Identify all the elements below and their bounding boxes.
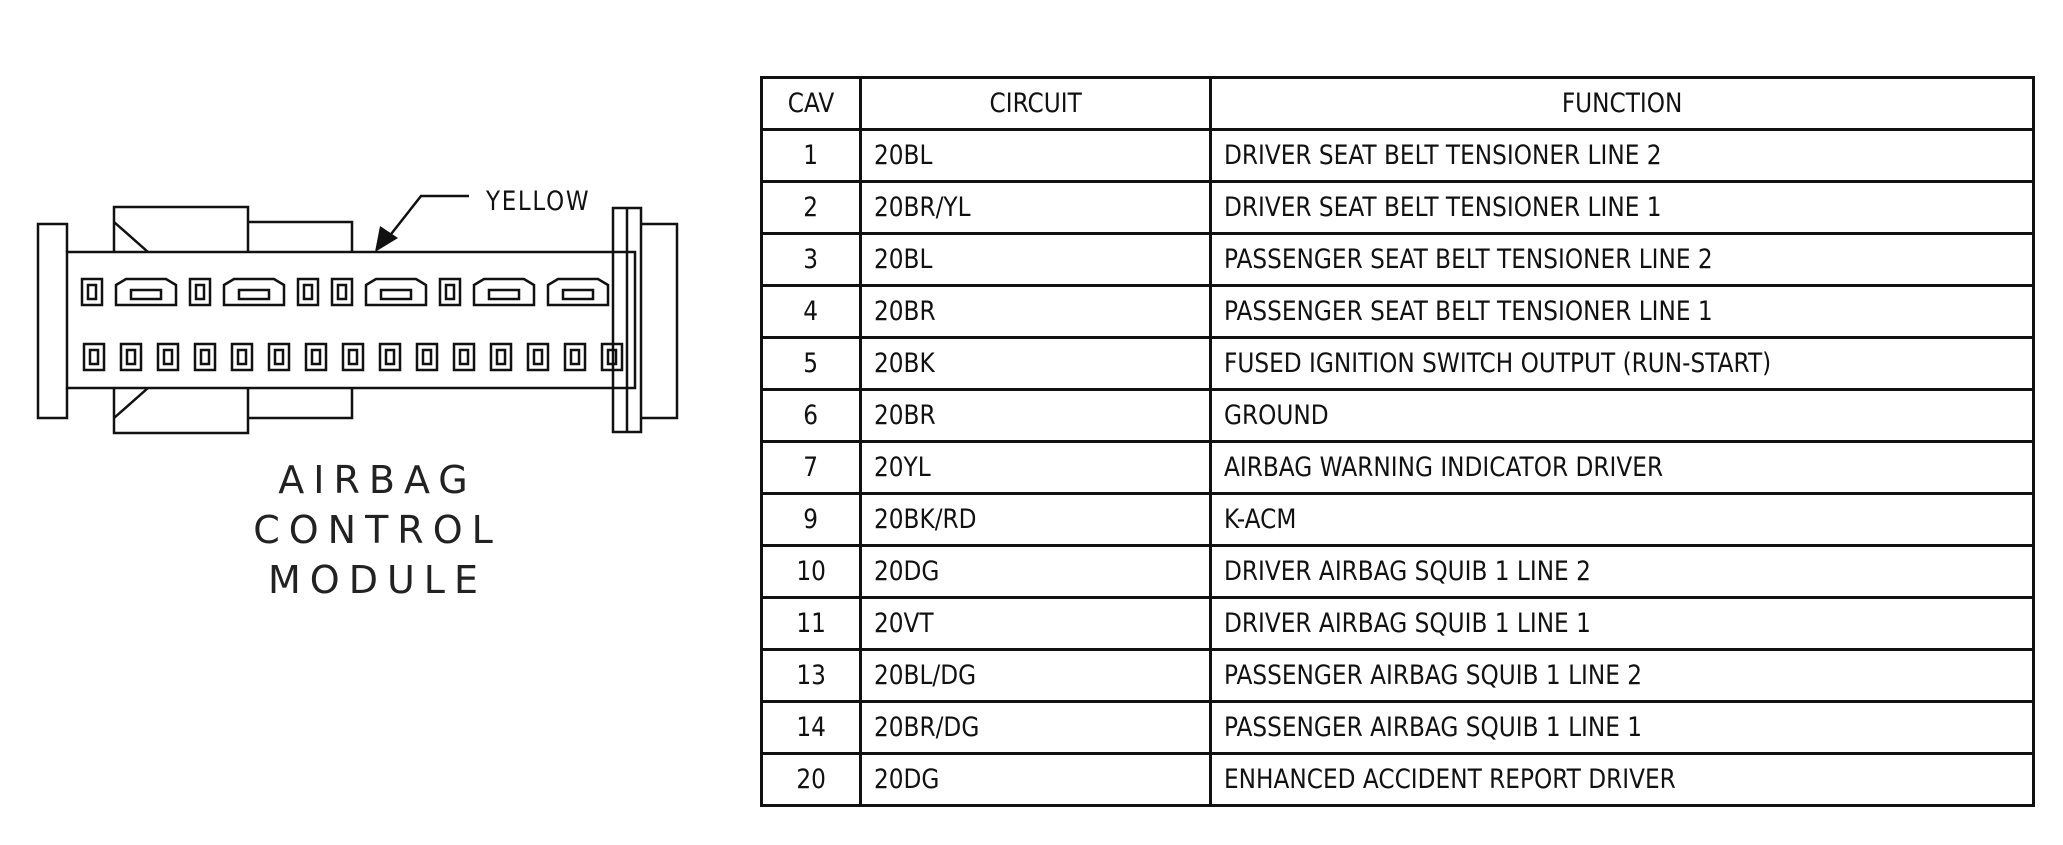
pin-cavity — [296, 277, 320, 307]
cell-function: K-ACM — [1209, 492, 2035, 547]
cell-function: DRIVER SEAT BELT TENSIONER LINE 2 — [1209, 128, 2035, 183]
cell-cav: 5 — [760, 336, 862, 391]
cell-circuit: 20BR/DG — [859, 700, 1212, 755]
module-title-line-3: MODULE — [268, 558, 487, 602]
cell-cav: 7 — [760, 440, 862, 495]
cell-circuit: 20VT — [859, 596, 1212, 651]
pin-cavity — [230, 342, 254, 372]
pin-cavity — [341, 342, 365, 372]
cell-cav: 1 — [760, 128, 862, 183]
cell-cav: 13 — [760, 648, 862, 703]
keyed-cavity — [546, 277, 610, 307]
cell-circuit: 20YL — [859, 440, 1212, 495]
module-title-line-1: AIRBAG — [278, 458, 477, 502]
pin-cavity — [600, 342, 624, 372]
connector-color-label: YELLOW — [486, 186, 591, 217]
cell-circuit: 20BK/RD — [859, 492, 1212, 547]
cell-circuit: 20DG — [859, 544, 1212, 599]
pin-cavity — [438, 277, 462, 307]
cell-function: GROUND — [1209, 388, 2035, 443]
cell-circuit: 20BK — [859, 336, 1212, 391]
pin-cavity — [267, 342, 291, 372]
cell-function: DRIVER AIRBAG SQUIB 1 LINE 2 — [1209, 544, 2035, 599]
cell-cav: 6 — [760, 388, 862, 443]
header-circuit: CIRCUIT — [859, 76, 1212, 131]
module-title-line-2: CONTROL — [253, 508, 502, 552]
pin-cavity — [526, 342, 550, 372]
pin-cavity — [489, 342, 513, 372]
bottom-lock — [112, 388, 250, 435]
cell-function: AIRBAG WARNING INDICATOR DRIVER — [1209, 440, 2035, 495]
pins-top-row — [80, 277, 610, 307]
cell-circuit: 20BL — [859, 128, 1212, 183]
cell-circuit: 20DG — [859, 752, 1212, 807]
header-function: FUNCTION — [1209, 76, 2035, 131]
color-leader-arrow — [375, 194, 469, 252]
keyed-cavity — [364, 277, 428, 307]
pin-cavity — [119, 342, 143, 372]
left-latch — [36, 222, 69, 420]
cell-function: DRIVER SEAT BELT TENSIONER LINE 1 — [1209, 180, 2035, 235]
pin-cavity — [330, 277, 354, 307]
cell-function: ENHANCED ACCIDENT REPORT DRIVER — [1209, 752, 2035, 807]
pins-bottom-row — [82, 342, 624, 372]
pin-cavity — [156, 342, 180, 372]
cell-circuit: 20BL/DG — [859, 648, 1212, 703]
cell-function: PASSENGER AIRBAG SQUIB 1 LINE 1 — [1209, 700, 2035, 755]
cell-cav: 20 — [760, 752, 862, 807]
keyed-cavity — [222, 277, 286, 307]
module-title: AIRBAG CONTROL MODULE — [200, 455, 555, 605]
cell-cav: 11 — [760, 596, 862, 651]
cell-function: PASSENGER SEAT BELT TENSIONER LINE 1 — [1209, 284, 2035, 339]
cell-cav: 3 — [760, 232, 862, 287]
pin-cavity — [193, 342, 217, 372]
pin-cavity — [378, 342, 402, 372]
keyed-cavity — [472, 277, 536, 307]
header-cav: CAV — [760, 76, 862, 131]
cell-function: PASSENGER AIRBAG SQUIB 1 LINE 2 — [1209, 648, 2035, 703]
cell-circuit: 20BR — [859, 284, 1212, 339]
keyed-cavity — [114, 277, 178, 307]
cell-cav: 9 — [760, 492, 862, 547]
pin-cavity — [452, 342, 476, 372]
cell-cav: 10 — [760, 544, 862, 599]
connector-body — [65, 250, 637, 390]
cell-circuit: 20BR/YL — [859, 180, 1212, 235]
pin-cavity — [415, 342, 439, 372]
cell-function: DRIVER AIRBAG SQUIB 1 LINE 1 — [1209, 596, 2035, 651]
cell-cav: 14 — [760, 700, 862, 755]
pin-cavity — [304, 342, 328, 372]
right-latch-tab — [641, 222, 679, 420]
cell-cav: 2 — [760, 180, 862, 235]
cell-circuit: 20BR — [859, 388, 1212, 443]
cell-function: PASSENGER SEAT BELT TENSIONER LINE 2 — [1209, 232, 2035, 287]
cell-function: FUSED IGNITION SWITCH OUTPUT (RUN-START) — [1209, 336, 2035, 391]
pin-cavity — [563, 342, 587, 372]
cell-cav: 4 — [760, 284, 862, 339]
pin-cavity — [188, 277, 212, 307]
table-header-row: CAV CIRCUIT FUNCTION — [760, 76, 2035, 131]
pin-cavity — [80, 277, 104, 307]
pin-cavity — [82, 342, 106, 372]
top-lock — [112, 205, 250, 252]
cell-circuit: 20BL — [859, 232, 1212, 287]
